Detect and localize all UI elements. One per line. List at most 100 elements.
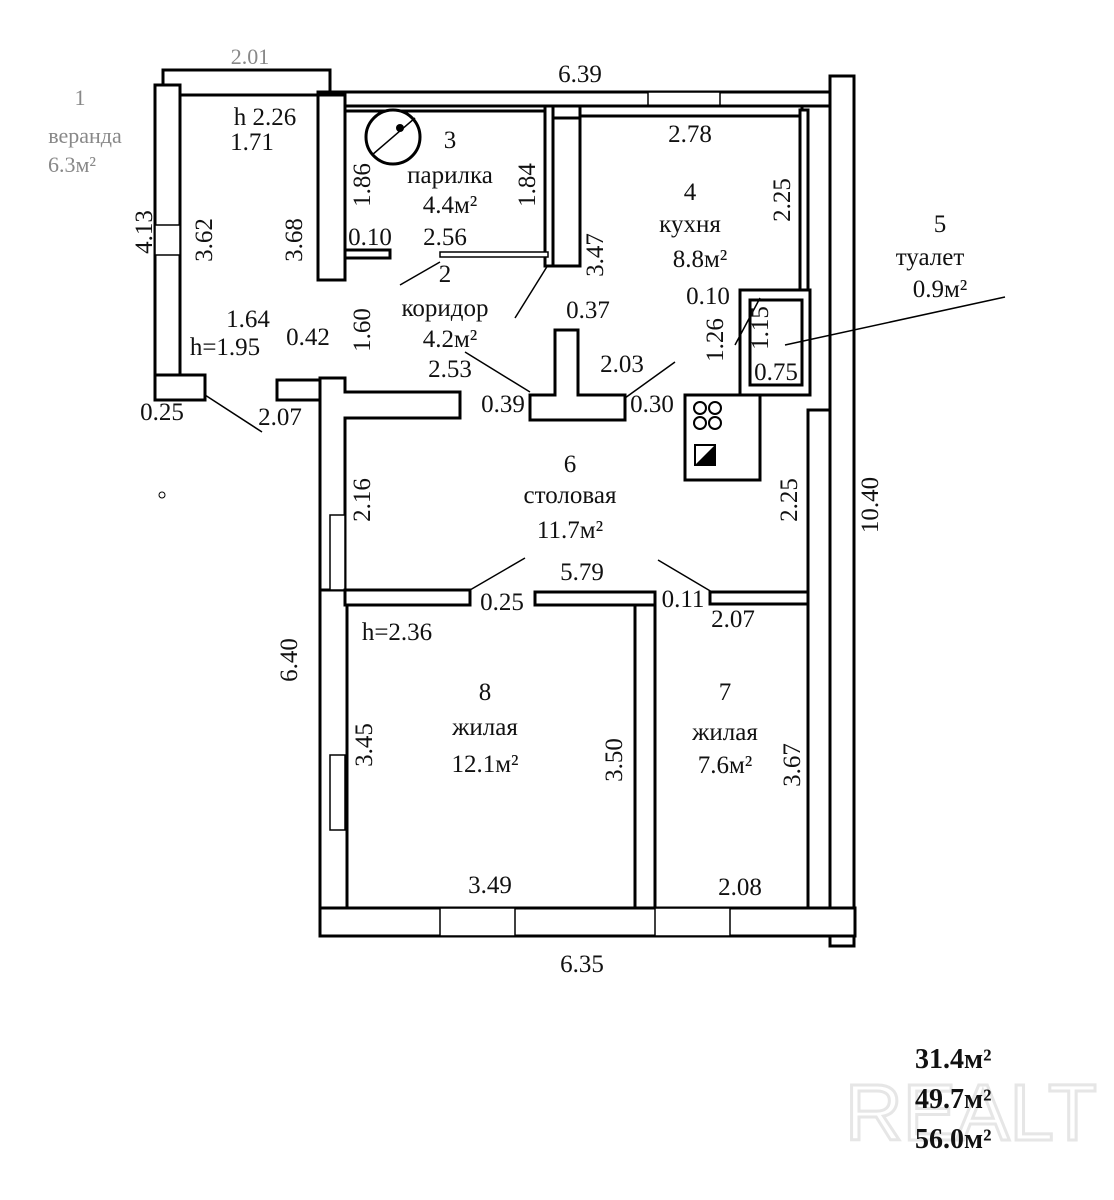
veranda-leader: [204, 394, 263, 433]
dim: 6.39: [558, 61, 602, 88]
dim: 1.84: [514, 163, 541, 207]
veranda-bottom-wall: [153, 373, 207, 402]
heater-line: [371, 117, 416, 156]
dim: 6.40: [276, 638, 303, 682]
dim: 3.45: [351, 723, 378, 767]
bedroom-wall-right: [708, 590, 822, 606]
burner-icon: [708, 401, 722, 415]
leader-lines: [204, 261, 1006, 593]
room-number: 8: [479, 679, 492, 706]
dim: 0.25: [140, 399, 184, 426]
veranda-stub-wall: [275, 378, 324, 402]
dim: 2.08: [718, 874, 762, 901]
dim: 1.60: [349, 308, 376, 352]
right-wall: [828, 74, 856, 948]
dim: 0.75: [754, 359, 798, 386]
walls: [153, 68, 857, 948]
parilka-bottom-wall: [343, 248, 392, 260]
dim: 3.49: [468, 872, 512, 899]
dim: 3.62: [191, 218, 218, 262]
dim: 3.47: [582, 233, 609, 277]
room-name: жилая: [691, 719, 758, 746]
right-inner-wall: [806, 408, 832, 912]
room-4-kitchen: 4 кухня 8.8м²: [659, 179, 727, 273]
dimensions: 2.01 6.39 2.78 h 2.26 1.71 4.13 3.62 3.6…: [131, 44, 884, 978]
door-line: [469, 557, 526, 591]
dim: 2.01: [231, 44, 270, 69]
room-number: 5: [934, 211, 947, 238]
dining-window: [329, 514, 346, 591]
room-1-veranda: 1 веранда 6.3м²: [48, 85, 122, 177]
dim: 2.25: [769, 178, 796, 222]
parilka-door: [439, 251, 549, 258]
bottom-wall: [318, 906, 857, 938]
veranda-top-wall: [161, 68, 332, 97]
bedroom8-window: [439, 907, 516, 937]
door-line: [399, 261, 441, 286]
burner-icon: [693, 401, 707, 415]
dim: 5.79: [560, 559, 604, 586]
room-name: жилая: [451, 714, 518, 741]
kitchen-right-wall: [798, 108, 810, 292]
dim: 3.67: [779, 743, 806, 787]
dim: 0.42: [286, 324, 330, 351]
room-number: 3: [444, 127, 457, 154]
room-7-living: 7 жилая 7.6м²: [691, 679, 758, 779]
dim: 0.10: [348, 224, 392, 251]
room-area: 0.9м²: [913, 276, 968, 303]
room-6-dining: 6 столовая 11.7м²: [524, 451, 617, 544]
dim: 1.71: [230, 129, 274, 156]
dim: 0.11: [662, 586, 705, 613]
dot-mark: [158, 491, 166, 499]
bedroom-window: [329, 754, 346, 831]
kitchen-left-wall: [551, 116, 582, 268]
bedroom-partition: [633, 603, 657, 912]
total-area: 49.7м²: [915, 1084, 991, 1115]
room-area: 8.8м²: [673, 246, 728, 273]
room-name: туалет: [896, 244, 965, 271]
bedroom-wall-left: [343, 588, 472, 607]
room-name: коридор: [402, 295, 489, 322]
dim: 0.39: [481, 391, 525, 418]
parilka-left-wall: [316, 93, 347, 282]
total-living-area: 31.4м²: [915, 1044, 991, 1075]
bedroom-wall-mid: [533, 590, 657, 607]
oven-fill: [695, 445, 715, 465]
dim: 0.10: [686, 283, 730, 310]
dim: 1.86: [349, 163, 376, 207]
kitchen-window: [647, 91, 721, 107]
room-5-toilet: 5 туалет 0.9м²: [896, 211, 968, 303]
burner-icon: [693, 416, 707, 430]
room-area: 7.6м²: [698, 752, 753, 779]
door-line: [624, 361, 676, 399]
door-line: [514, 264, 549, 319]
room-name: столовая: [524, 482, 617, 509]
room-number: 2: [439, 261, 452, 288]
dim: 4.13: [131, 210, 158, 254]
dim: 2.16: [349, 478, 376, 522]
dim: 2.78: [668, 121, 712, 148]
room-number: 1: [75, 85, 86, 110]
room-name: веранда: [48, 123, 122, 148]
room-area: 6.3м²: [48, 152, 96, 177]
room-8-living: 8 жилая 12.1м²: [451, 679, 518, 778]
dim: 1.64: [226, 306, 270, 333]
room-3-parilka: 3 парилка 4.4м²: [407, 127, 493, 219]
dim: 2.56: [423, 224, 467, 251]
dim: 6.35: [560, 951, 604, 978]
heater-dot: [396, 124, 404, 132]
room-name: парилка: [407, 162, 493, 189]
dim: 1.15: [747, 306, 774, 350]
room-number: 7: [719, 679, 732, 706]
dim: 2.03: [600, 351, 644, 378]
toilet-leader: [784, 296, 1006, 346]
veranda-window: [154, 224, 181, 256]
dim: 3.50: [601, 738, 628, 782]
room-area: 4.2м²: [423, 326, 478, 353]
room-2-corridor: 2 коридор 4.2м²: [402, 261, 489, 353]
dim: 2.07: [258, 404, 302, 431]
watermark: REALT: [845, 1068, 1097, 1157]
room-area: 11.7м²: [537, 517, 603, 544]
stove: [683, 393, 762, 482]
